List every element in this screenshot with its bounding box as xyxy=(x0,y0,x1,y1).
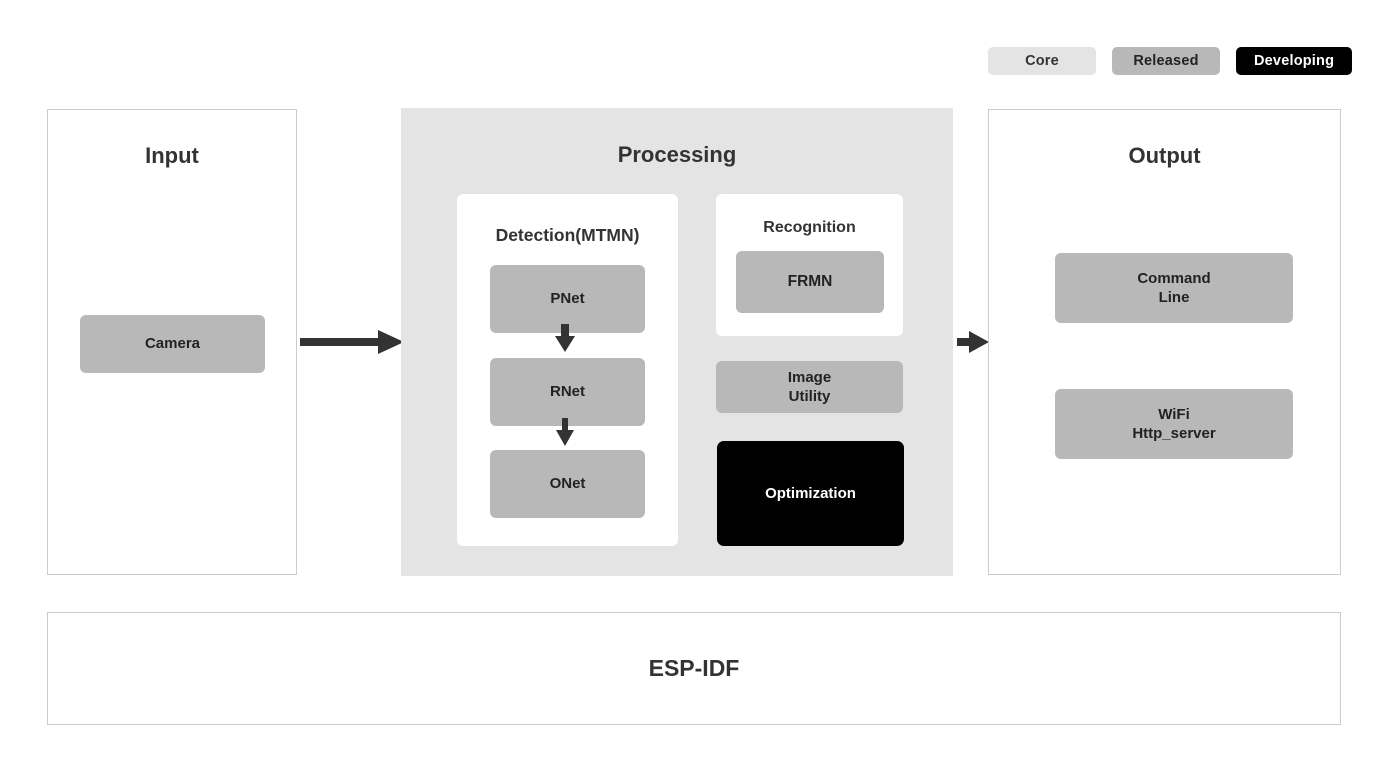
panel-title-output: Output xyxy=(1128,143,1201,168)
legend-label-released: Released xyxy=(1133,53,1199,69)
legend-item-released: Released xyxy=(1112,47,1220,75)
card-title-detection: Detection(MTMN) xyxy=(495,225,640,245)
block-frmn: FRMN xyxy=(736,251,884,313)
arrow-input-to-processing-icon xyxy=(300,327,404,362)
card-recognition: Recognition FRMN xyxy=(716,194,903,336)
block-pnet: PNet xyxy=(490,265,645,333)
panel-output: Output Command Line WiFi Http_server xyxy=(988,109,1341,575)
arrow-pnet-to-rnet-icon xyxy=(553,324,577,357)
panel-esp-idf: ESP-IDF xyxy=(47,612,1341,725)
legend-label-developing: Developing xyxy=(1254,53,1335,69)
panel-title-input: Input xyxy=(145,143,199,168)
block-onet: ONet xyxy=(490,450,645,518)
panel-input: Input Camera xyxy=(47,109,297,575)
block-rnet: RNet xyxy=(490,358,645,426)
block-camera: Camera xyxy=(80,315,265,373)
block-image-utility: Image Utility xyxy=(716,361,903,413)
card-title-recognition: Recognition xyxy=(763,219,856,236)
panel-title-processing: Processing xyxy=(617,142,737,167)
card-detection: Detection(MTMN) PNet RNet ONet xyxy=(457,194,678,546)
esp-idf-label: ESP-IDF xyxy=(648,655,740,681)
legend-item-developing: Developing xyxy=(1236,47,1353,75)
panel-processing: Processing Detection(MTMN) PNet RNet ONe… xyxy=(401,108,953,576)
block-optimization: Optimization xyxy=(717,441,904,546)
legend-label-core: Core xyxy=(1025,53,1059,69)
legend: Core Released Developing xyxy=(988,47,1353,75)
block-wifi-http-server: WiFi Http_server xyxy=(1055,389,1293,459)
arrow-rnet-to-onet-icon xyxy=(553,418,577,451)
arrow-processing-to-output-icon xyxy=(957,328,989,361)
legend-item-core: Core xyxy=(988,47,1096,75)
block-command-line: Command Line xyxy=(1055,253,1293,323)
